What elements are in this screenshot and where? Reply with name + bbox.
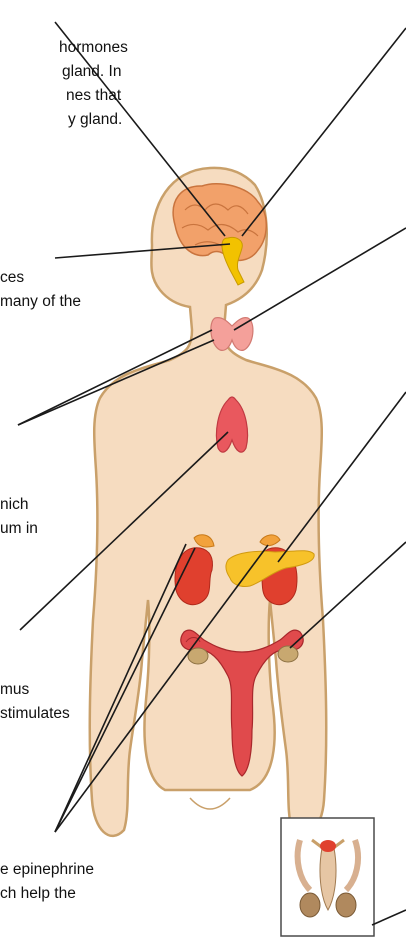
- adrenal-desc-line-1: e epinephrine: [0, 860, 94, 880]
- thymus-desc-line-1: mus: [0, 680, 29, 700]
- male-reproductive-inset: [281, 818, 374, 936]
- left-ovary: [188, 648, 208, 664]
- hypothalamus-desc-line-2: gland. In: [62, 62, 121, 82]
- right-ovary: [278, 646, 298, 662]
- hypothalamus-desc-line-4: y gland.: [68, 110, 122, 130]
- hypothalamus-desc-line-3: nes that: [66, 86, 121, 106]
- adrenal-desc-line-2: ch help the: [0, 884, 76, 904]
- parathyroid-desc-line-2: um in: [0, 519, 38, 539]
- parathyroid-desc-line-1: nich: [0, 495, 28, 515]
- pituitary-desc-line-1: ces: [0, 268, 24, 288]
- human-body-silhouette: [90, 168, 326, 836]
- leader-line-pituitary: [242, 28, 406, 236]
- leader-line-testes: [372, 910, 406, 925]
- pituitary-desc-line-2: many of the: [0, 292, 81, 312]
- thymus-desc-line-2: stimulates: [0, 704, 70, 724]
- hypothalamus-desc-line-1: hormones: [59, 38, 128, 58]
